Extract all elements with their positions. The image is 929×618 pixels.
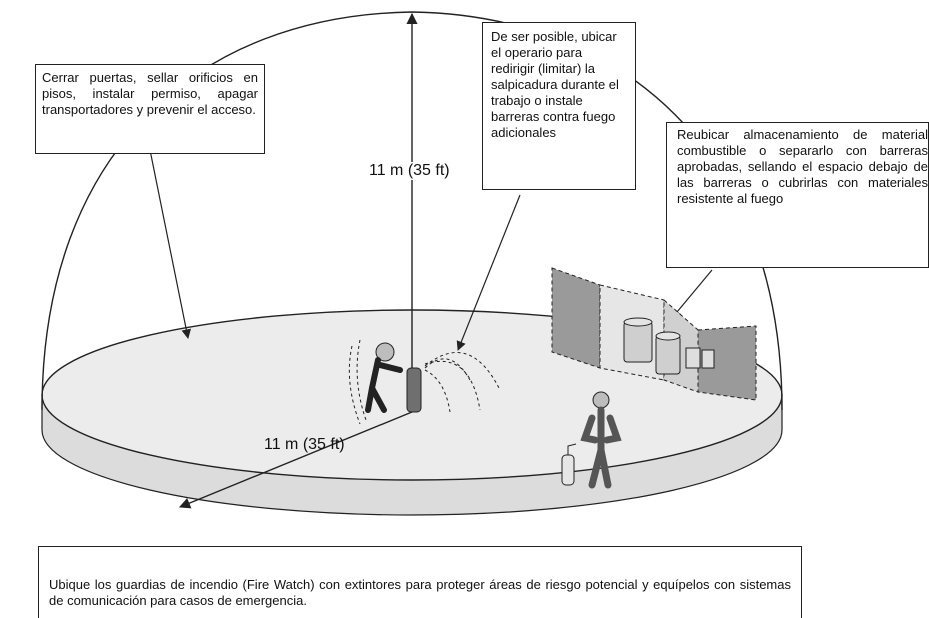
access-note-arrow xyxy=(149,149,191,339)
fire-extinguisher-icon xyxy=(561,443,577,486)
access-note: Cerrar puertas, sellar orificios en piso… xyxy=(35,64,265,154)
storage-note: Reubicar almacenamiento de material comb… xyxy=(666,122,929,268)
fire-watch-note: Ubique los guardias de incendio (Fire Wa… xyxy=(38,546,802,618)
operator-note: De ser posible, ubicar el operario para … xyxy=(482,22,636,190)
combustible-drums xyxy=(623,317,715,375)
fire-barriers xyxy=(551,267,757,401)
vertical-dimension-label: 11 m (35 ft) xyxy=(367,162,452,180)
horizontal-dimension-label: 11 m (35 ft) xyxy=(264,436,345,453)
fire-watch-person xyxy=(580,391,622,489)
storage-note-arrow xyxy=(671,269,713,319)
operator-note-arrow xyxy=(456,194,521,351)
horizontal-dimension-arrow xyxy=(178,411,413,509)
welder-operator xyxy=(348,339,501,425)
